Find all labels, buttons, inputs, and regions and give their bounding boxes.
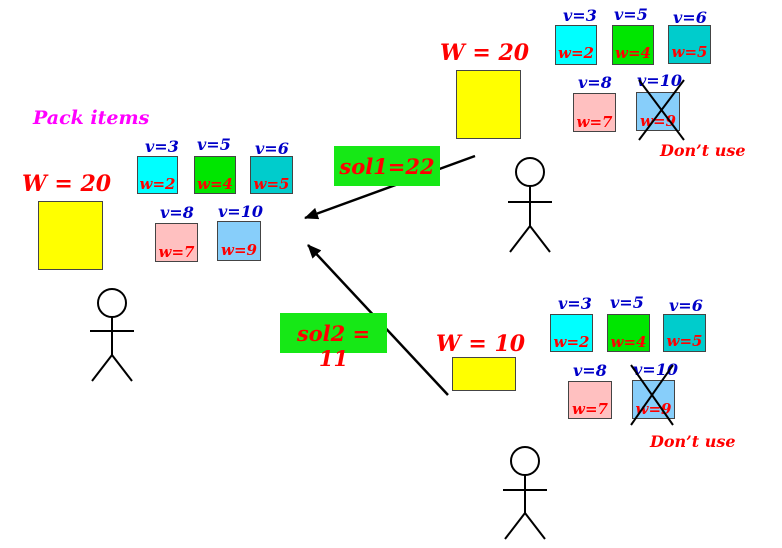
sub1-item-4: w=7 xyxy=(573,93,616,132)
sub2-knapsack xyxy=(452,357,516,391)
sub1-item-3-value: v=6 xyxy=(673,8,707,27)
sub2-item-1-value: v=3 xyxy=(558,294,592,313)
main-item-2-value: v=5 xyxy=(197,135,231,154)
sub2-item-2-value: v=5 xyxy=(610,293,644,312)
main-item-1: w=2 xyxy=(137,156,178,194)
sub2-item-4-value: v=8 xyxy=(573,361,607,380)
main-item-3-value: v=6 xyxy=(255,139,289,158)
sub2-item-4: w=7 xyxy=(568,381,612,419)
sub2-item-4-weight: w=7 xyxy=(572,400,608,418)
sub2-item-3-value: v=6 xyxy=(669,296,703,315)
sub1-item-3: w=5 xyxy=(668,25,711,64)
sub1-capacity-label: W = 20 xyxy=(440,40,530,66)
sub1-knapsack xyxy=(456,70,521,139)
sub1-dont-use-label: Don’t use xyxy=(660,141,746,160)
main-item-2-weight: w=4 xyxy=(197,175,233,193)
main-item-3-weight: w=5 xyxy=(253,175,290,193)
main-item-5-weight: w=9 xyxy=(221,241,257,259)
main-item-5-value: v=10 xyxy=(218,202,263,221)
sub2-item-1: w=2 xyxy=(550,314,593,352)
sub2-solution-badge: sol2 = 11 xyxy=(280,313,387,371)
sub2-capacity-label: W = 10 xyxy=(436,331,526,357)
sub1-item-1-value: v=3 xyxy=(563,6,597,25)
sub1-item-5-weight: w=9 xyxy=(640,112,676,130)
sub1-item-2: w=4 xyxy=(612,25,654,65)
main-item-1-value: v=3 xyxy=(145,137,179,156)
sub1-solution-badge: sol1=22 xyxy=(334,146,440,186)
page-title: Pack items xyxy=(33,107,150,129)
sub1-item-2-value: v=5 xyxy=(614,5,648,24)
sub1-item-1: w=2 xyxy=(555,25,597,65)
sub2-item-5-value: v=10 xyxy=(633,360,678,379)
sub1-item-1-weight: w=2 xyxy=(558,44,594,62)
sub2-item-3-weight: w=5 xyxy=(666,332,703,350)
sub1-item-4-value: v=8 xyxy=(578,73,612,92)
main-item-5: w=9 xyxy=(217,221,261,261)
sub2-item-2-weight: w=4 xyxy=(610,333,647,351)
main-item-2: w=4 xyxy=(194,156,236,194)
main-item-4-value: v=8 xyxy=(160,203,194,222)
person-sub2-icon xyxy=(503,446,547,540)
sub1-item-5-value: v=10 xyxy=(637,71,682,90)
sub2-dont-use-label: Don’t use xyxy=(650,432,736,451)
sub1-item-5: w=9 xyxy=(636,92,680,131)
person-main-icon xyxy=(90,288,134,382)
person-sub1-icon xyxy=(508,157,552,253)
sub2-item-1-weight: w=2 xyxy=(553,333,590,351)
arrow-sub1-to-main xyxy=(304,154,476,220)
sub1-item-4-weight: w=7 xyxy=(576,113,613,131)
sub2-item-5-weight: w=9 xyxy=(635,400,672,418)
sub2-item-5: w=9 xyxy=(632,380,675,419)
main-item-3: w=5 xyxy=(250,156,293,194)
main-item-4-weight: w=7 xyxy=(158,243,195,261)
sub1-item-2-weight: w=4 xyxy=(615,44,651,62)
sub2-item-3: w=5 xyxy=(663,314,706,352)
sub1-item-3-weight: w=5 xyxy=(671,43,708,61)
main-item-4: w=7 xyxy=(155,223,198,262)
main-item-1-weight: w=2 xyxy=(139,175,176,193)
sub2-item-2: w=4 xyxy=(607,314,650,352)
main-capacity-label: W = 20 xyxy=(22,171,112,197)
main-knapsack xyxy=(38,201,103,270)
